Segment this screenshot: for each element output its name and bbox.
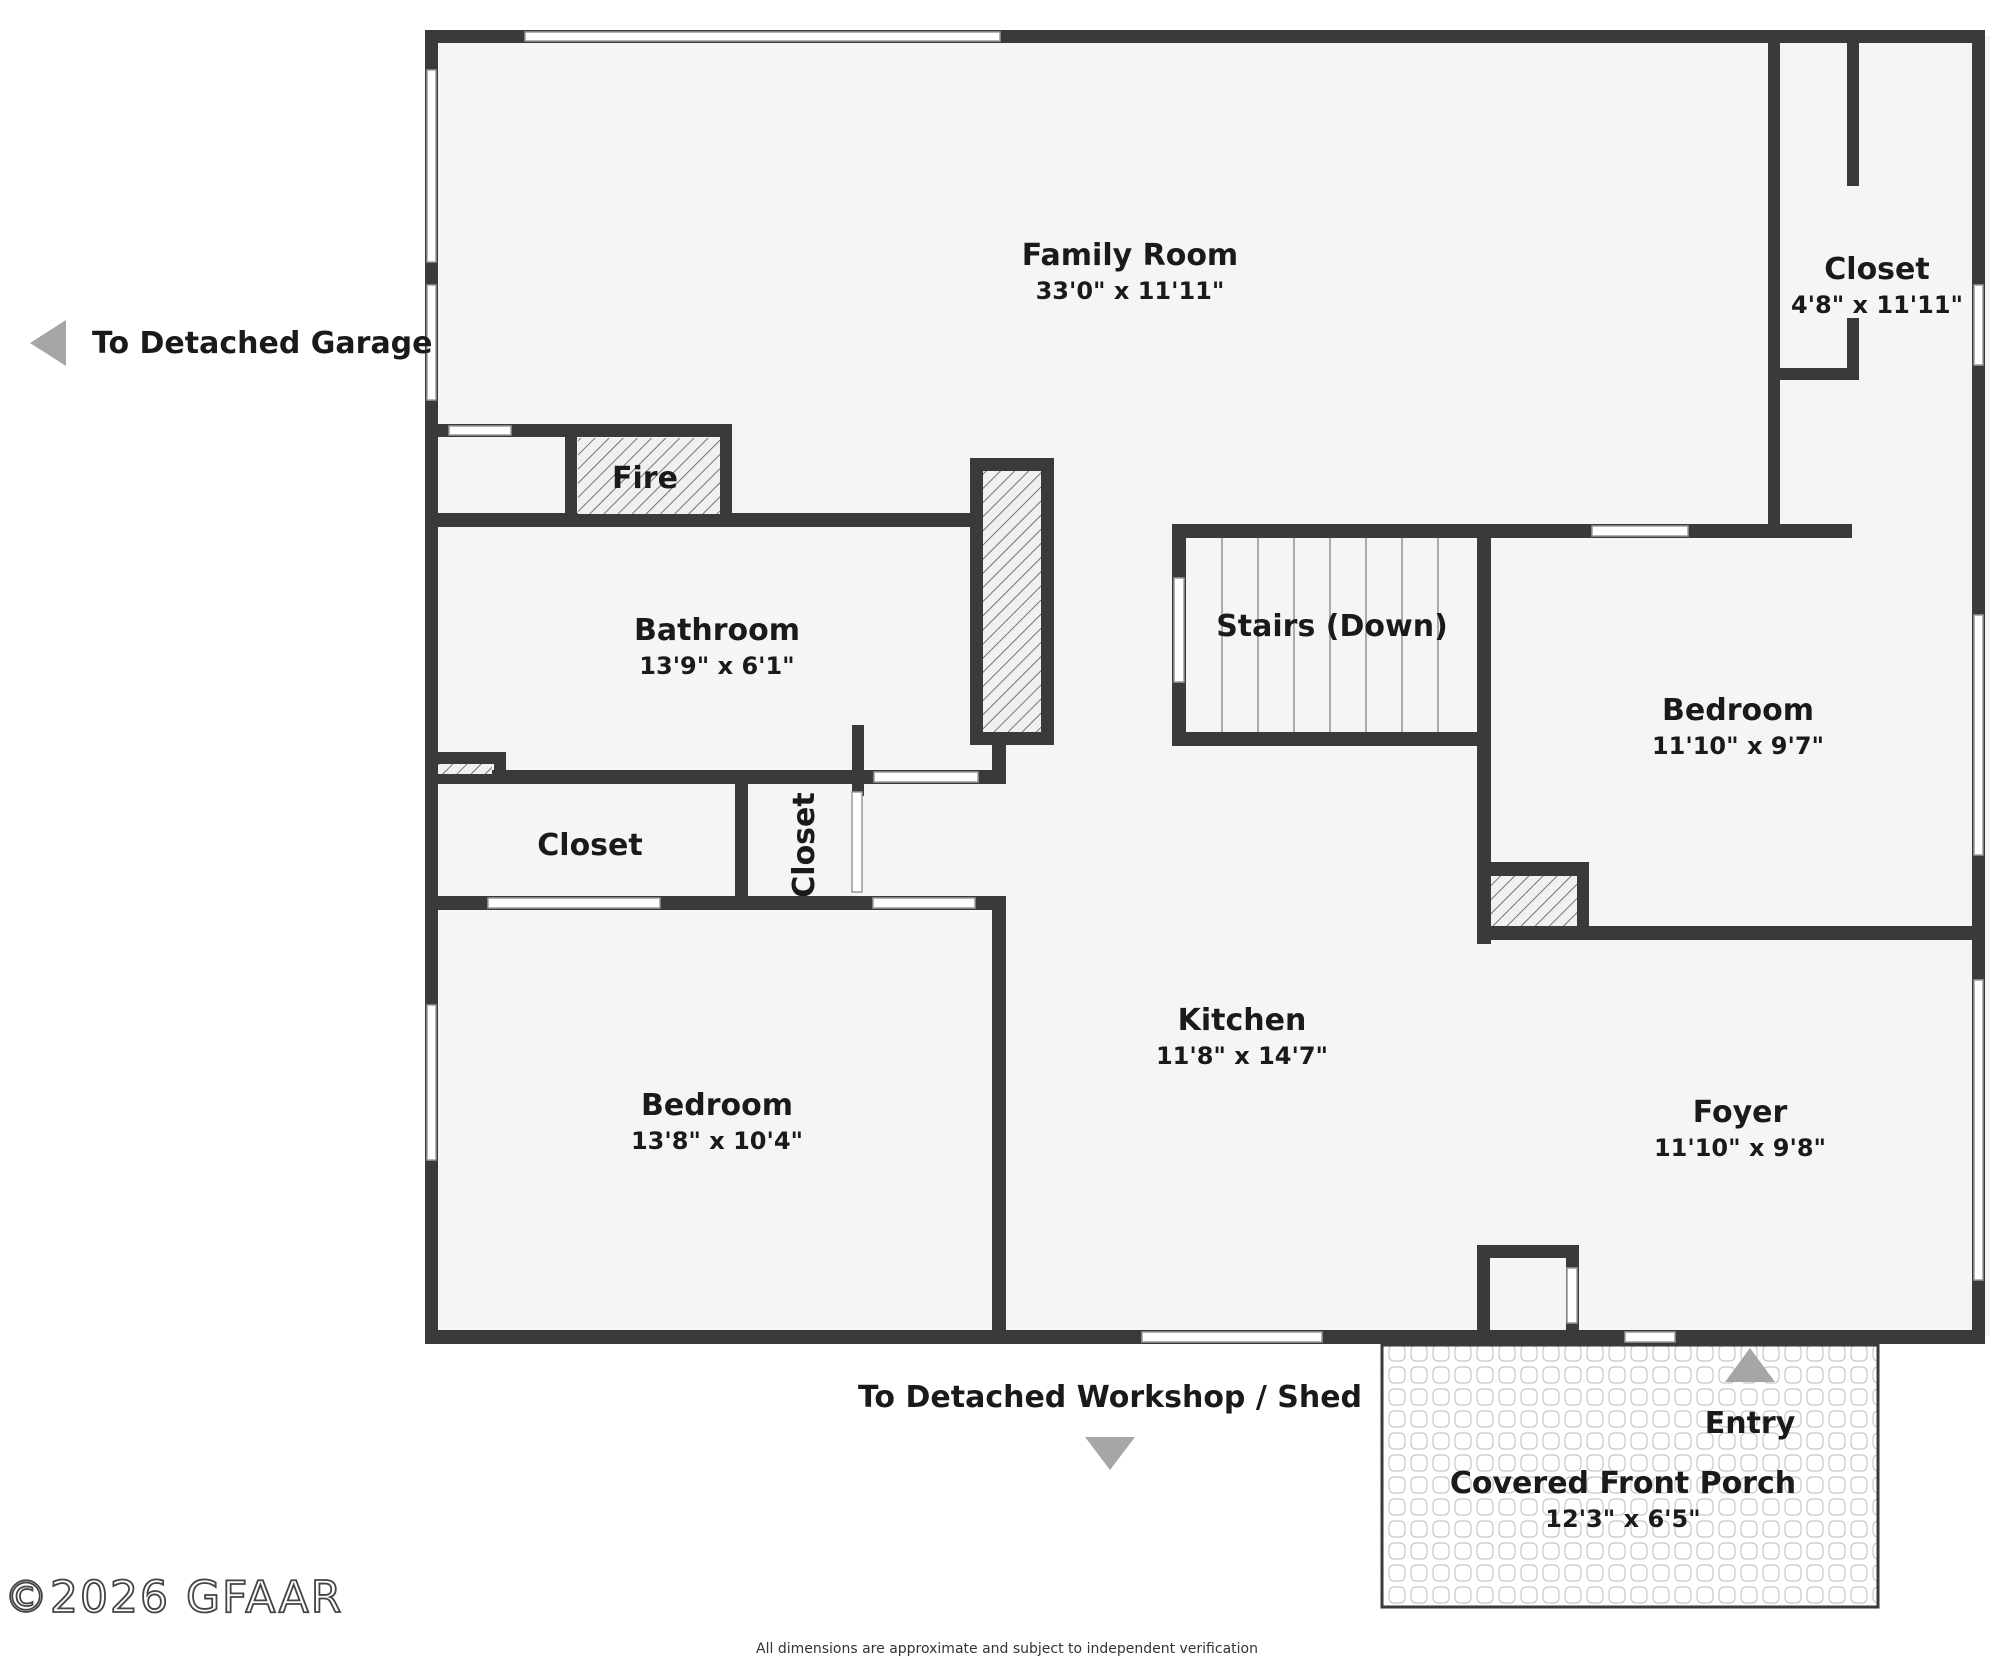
copyright-watermark: ©2026 GFAAR xyxy=(4,1572,343,1623)
house-floor xyxy=(430,36,1990,1336)
foyer-dim: 11'10" x 9'8" xyxy=(1654,1134,1826,1162)
linen-shelf xyxy=(438,764,492,774)
hatched-features xyxy=(438,438,1577,926)
bedroom-closet-shelf xyxy=(1491,876,1577,926)
garage-label: To Detached Garage xyxy=(92,326,433,361)
stairs-treads xyxy=(1221,538,1439,732)
closet-top-dim: 4'8" x 11'11" xyxy=(1791,291,1963,319)
fire-label: Fire xyxy=(612,461,678,496)
family-room-name: Family Room xyxy=(1022,238,1238,273)
bedroom-right-name: Bedroom xyxy=(1662,693,1814,728)
triangle-left-icon xyxy=(30,320,66,366)
family-room-dim: 33'0" x 11'11" xyxy=(1036,277,1225,305)
triangle-down-icon xyxy=(1085,1437,1135,1470)
foyer-name: Foyer xyxy=(1693,1095,1788,1130)
bedroom-left-name: Bedroom xyxy=(641,1088,793,1123)
stairs-label: Stairs (Down) xyxy=(1216,609,1448,644)
kitchen-name: Kitchen xyxy=(1178,1003,1307,1038)
dimensions-disclaimer: All dimensions are approximate and subje… xyxy=(756,1641,1258,1657)
bathroom-dim: 13'9" x 6'1" xyxy=(639,652,794,680)
triangle-up-icon xyxy=(1725,1348,1775,1382)
porch-floor xyxy=(1380,1343,1880,1609)
fireplace xyxy=(578,438,720,514)
porch-dim: 12'3" x 6'5" xyxy=(1545,1505,1700,1533)
workshop-label: To Detached Workshop / Shed xyxy=(858,1380,1362,1415)
closet-left-name: Closet xyxy=(537,828,642,863)
closet-small-name: Closet xyxy=(787,792,822,897)
exterior-windows xyxy=(426,31,1984,1343)
bathroom-name: Bathroom xyxy=(634,613,800,648)
chimney xyxy=(983,471,1041,732)
entry-label: Entry xyxy=(1705,1406,1796,1441)
bedroom-left-dim: 13'8" x 10'4" xyxy=(631,1127,803,1155)
bedroom-right-dim: 11'10" x 9'7" xyxy=(1652,732,1824,760)
porch-name: Covered Front Porch xyxy=(1450,1466,1796,1501)
kitchen-dim: 11'8" x 14'7" xyxy=(1156,1042,1328,1070)
closet-top-name: Closet xyxy=(1824,252,1929,287)
